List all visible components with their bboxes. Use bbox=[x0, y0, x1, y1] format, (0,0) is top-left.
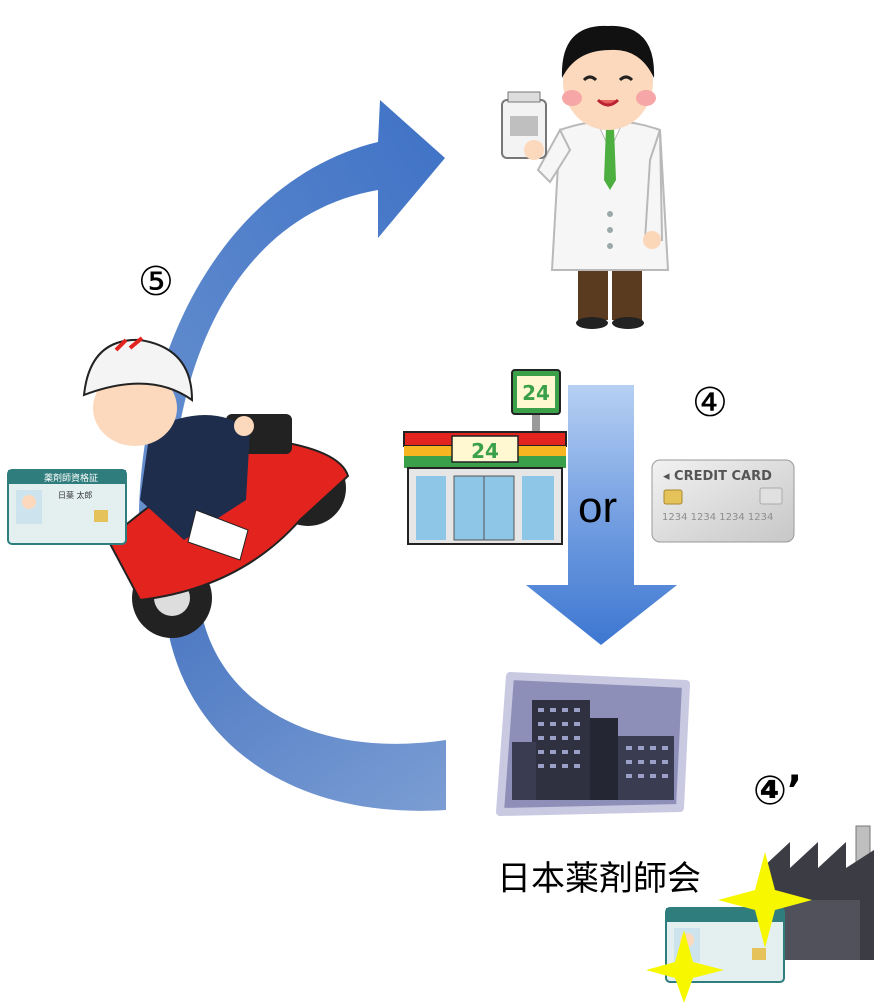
store-awning-number: 24 bbox=[471, 439, 499, 463]
sparkle-icon bbox=[718, 852, 812, 948]
step-4-label: ④ bbox=[692, 380, 728, 426]
or-label: or bbox=[578, 483, 618, 532]
credit-card-number: 1234 1234 1234 1234 bbox=[662, 512, 773, 523]
credit-card-title: ◂ CREDIT CARD bbox=[663, 469, 772, 484]
license-card-header: 薬剤師資格証 bbox=[44, 472, 98, 484]
step-5-label: ⑤ bbox=[138, 259, 174, 305]
store-sign-number: 24 bbox=[522, 381, 550, 405]
license-card-name: 日薬 太郎 bbox=[58, 490, 93, 500]
factory-icon bbox=[762, 825, 874, 960]
curved-arrow-down bbox=[165, 605, 446, 811]
license-card-icon: 薬剤師資格証 日薬 太郎 bbox=[7, 469, 127, 545]
credit-card-icon: ◂ CREDIT CARD 1234 1234 1234 1234 bbox=[651, 459, 795, 543]
association-label: 日本薬剤師会 bbox=[497, 859, 701, 899]
sparkle-icon bbox=[646, 930, 724, 1003]
step-4-prime-label: ④’ bbox=[753, 768, 803, 814]
building-icon bbox=[496, 672, 690, 816]
straight-arrow-down bbox=[526, 385, 677, 645]
courier-scooter-icon bbox=[82, 336, 350, 638]
pharmacist-icon bbox=[501, 25, 670, 329]
convenience-store-icon: 24 24 bbox=[403, 369, 567, 545]
